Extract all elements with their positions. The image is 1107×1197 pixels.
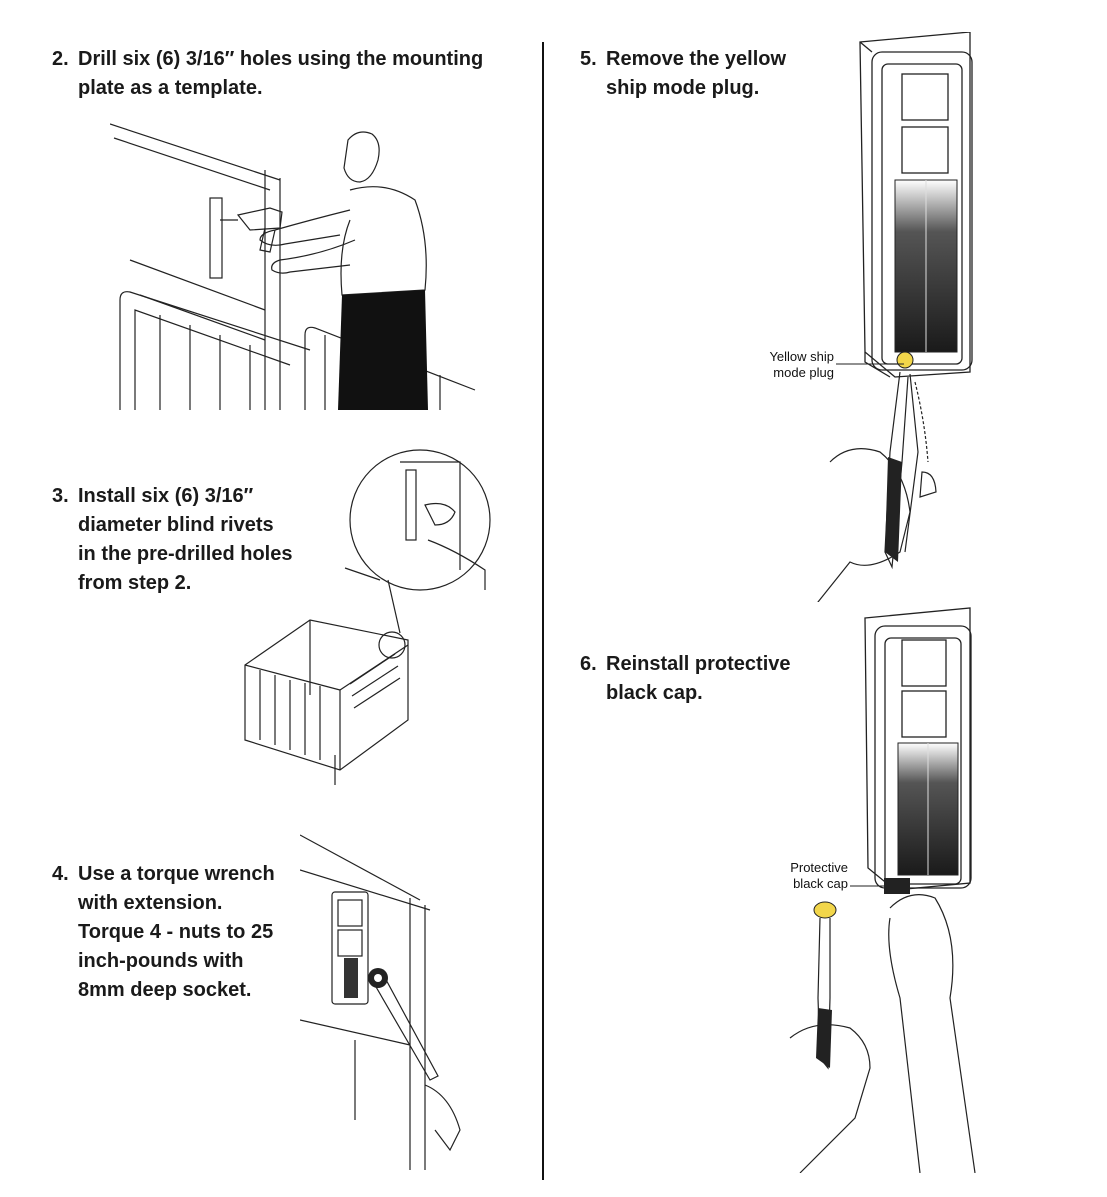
black-cap-callout: Protective black cap (790, 860, 848, 891)
torque-wrench-illustration (300, 834, 461, 1170)
rivet-installation-illustration (244, 449, 491, 785)
step-4-instruction: 4. Use a torque wrench with extension. T… (52, 860, 312, 1005)
step-number: 4. (52, 863, 69, 885)
yellow-plug-callout: Yellow ship mode plug (769, 349, 834, 380)
step-text: Install six (6) 3/16″ diameter blind riv… (78, 485, 293, 594)
step-5-instruction: 5. Remove the yellow ship mode plug. (580, 45, 840, 103)
step-text: Remove the yellow ship mode plug. (606, 48, 787, 99)
step-number: 5. (580, 48, 597, 70)
step-3-instruction: 3. Install six (6) 3/16″ diameter blind … (52, 482, 332, 598)
step-text: Drill six (6) 3/16″ holes using the moun… (78, 48, 484, 99)
step-number: 3. (52, 485, 69, 507)
black-cap-leader-line (850, 885, 888, 887)
step-6-instruction: 6. Reinstall protective black cap. (580, 650, 840, 708)
panel-remove-plug-illustration (817, 32, 973, 602)
panel-reinstall-cap-illustration (789, 607, 976, 1173)
step-2-instruction: 2. Drill six (6) 3/16″ holes using the m… (52, 45, 532, 103)
step-text: Use a torque wrench with extension. Torq… (78, 863, 275, 1001)
step-text: Reinstall protective black cap. (606, 653, 791, 704)
drilling-illustration (110, 123, 476, 410)
column-divider (542, 42, 544, 1180)
step-number: 2. (52, 48, 69, 70)
step-number: 6. (580, 653, 597, 675)
yellow-plug-leader-line (836, 363, 904, 365)
